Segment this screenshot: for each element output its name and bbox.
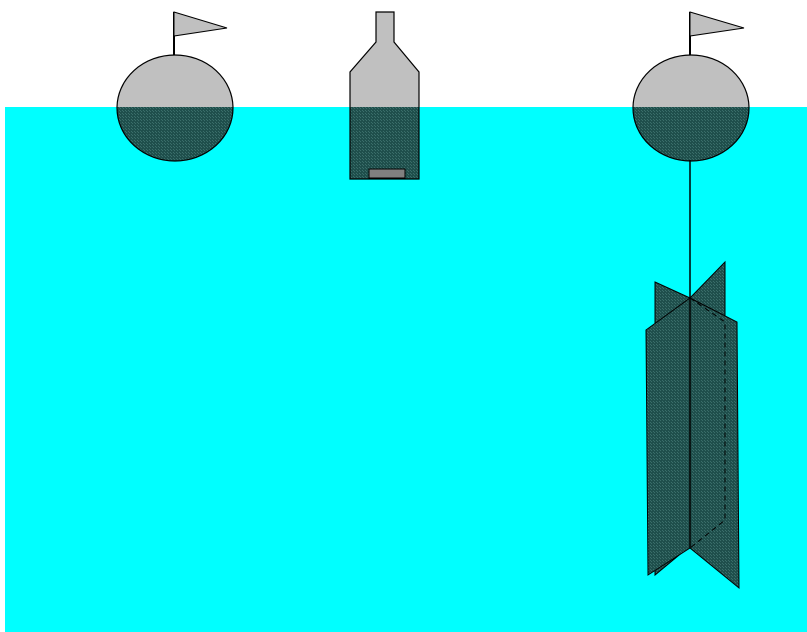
flag-icon [174,12,227,36]
drogue-vane-left [646,298,690,575]
bottle-drifter [350,12,419,179]
flag-icon [690,12,744,36]
drogue-vane-right [690,298,739,588]
buoy-with-flag [117,12,233,161]
bottle-weight [369,169,405,178]
